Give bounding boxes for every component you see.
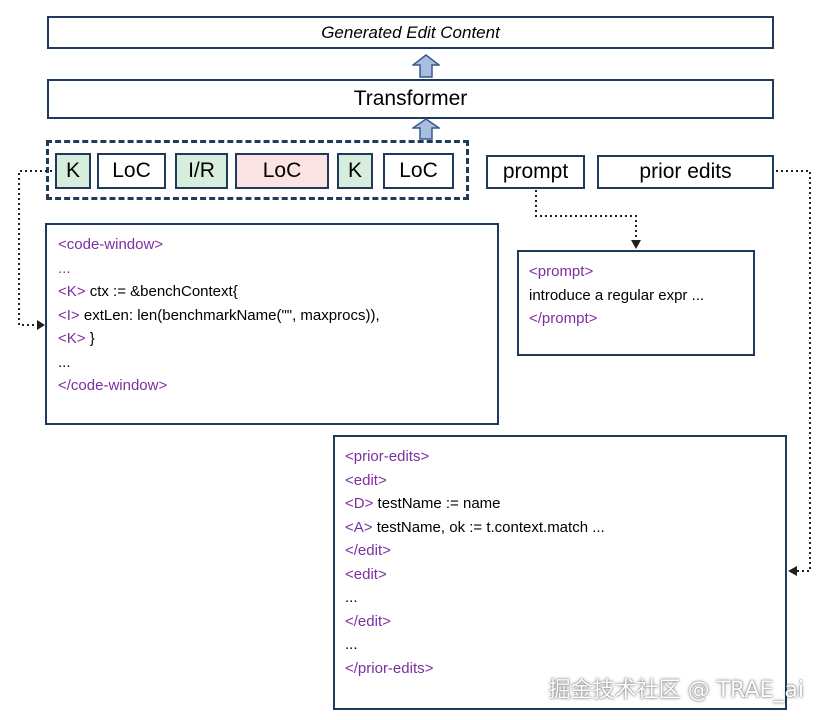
code-text: ... [345,589,358,606]
arrow-up-icon [412,118,440,140]
token-label: LoC [262,159,302,182]
code-window-line: ... [58,257,497,281]
connector-prompt [535,190,637,240]
code-text: } [85,330,95,347]
tag-text: <I> [58,306,80,324]
token-sequence-group [46,140,469,200]
tag-text: <K> [58,330,86,347]
code-text: testName, ok := t.context.match ... [372,518,605,536]
tag-text: <code-window> [58,236,164,253]
tag-text: <prior-edits> [345,448,430,465]
code-window-line: ... [58,351,497,375]
token-loc: LoC [235,153,329,189]
tag-text: <edit> [345,471,387,489]
generated-edit-content-box: Generated Edit Content [47,16,774,49]
token-loc: LoC [383,153,454,189]
prior-edits-line: <D> testName := name [345,492,785,516]
prompt-line: <prompt> [529,260,753,284]
prior-edits-lines: <prior-edits><edit><D> testName := name<… [345,445,785,680]
tag-text: <edit> [345,565,387,583]
code-window-line: <code-window> [58,233,497,257]
prompt-line: </prompt> [529,307,753,331]
prior-edits-line: <edit> [345,469,785,493]
prior-edits-line: <A> testName, ok := t.context.match ... [345,516,785,540]
token-label: K [347,159,362,182]
token-label: K [65,159,80,182]
prompt-input-box: prompt [486,155,585,189]
code-window-lines: <code-window>... <K> ctx := &benchContext… [58,233,497,398]
prior-edits-line: </prior-edits> [345,657,785,681]
prompt-box: <prompt> introduce a regular expr ... </pr… [517,250,755,356]
token-label: LoC [399,159,438,182]
tag-text: </edit> [345,542,391,559]
prior-edits-input-box: prior edits [597,155,774,189]
transformer-box: Transformer [47,79,774,119]
connector-code-window [18,170,52,326]
code-text: introduce a regular expr ... [529,286,705,304]
tag-text: ... [58,259,71,277]
code-text: testName := name [373,495,501,512]
prior-edits-line: </edit> [345,539,785,563]
token-label: LoC [112,159,151,182]
prior-edits-line: ... [345,633,785,657]
code-text: ... [58,353,71,371]
token-loc: LoC [97,153,166,189]
tag-text: </code-window> [58,377,168,394]
tag-text: <prompt> [529,263,594,280]
code-text: extLen: len(benchmarkName("", maxprocs))… [79,306,380,324]
prompt-line: introduce a regular expr ... [529,284,753,308]
tag-text: </edit> [345,612,391,630]
arrowhead-icon [37,320,45,330]
code-window-line: <I> extLen: len(benchmarkName("", maxpro… [58,304,497,328]
token-label: I/R [188,159,215,182]
code-window-line: </code-window> [58,374,497,398]
prior-edits-line: </edit> [345,610,785,634]
tag-text: <D> [345,495,374,512]
token-keep: K [55,153,91,189]
watermark: 掘金技术社区 @ TRAE_ai [548,678,804,703]
code-window-line: <K> ctx := &benchContext{ [58,280,497,304]
prior-edits-input-label: prior edits [639,160,732,183]
prior-edits-box: <prior-edits><edit><D> testName := name<… [333,435,787,710]
transformer-label: Transformer [353,87,468,110]
tag-text: <K> [58,283,86,300]
arrowhead-icon [788,566,797,576]
prior-edits-line: ... [345,586,785,610]
token-insert-replace: I/R [175,153,228,189]
generated-edit-content-label: Generated Edit Content [321,22,500,42]
code-window-box: <code-window>... <K> ctx := &benchContext… [45,223,499,425]
arrow-up-icon [412,54,440,78]
token-keep: K [337,153,373,189]
tag-text: </prompt> [529,310,598,327]
tag-text: </prior-edits> [345,659,434,677]
connector-prior-edits [776,170,811,572]
prompt-lines: <prompt> introduce a regular expr ... </pr… [529,260,753,331]
prior-edits-line: <prior-edits> [345,445,785,469]
prior-edits-line: <edit> [345,563,785,587]
prompt-input-label: prompt [502,160,569,183]
code-window-line: <K> } [58,327,497,351]
arrowhead-icon [631,240,641,249]
tag-text: <A> [345,518,373,536]
code-text: ... [345,636,358,653]
code-text: ctx := &benchContext{ [85,283,238,300]
